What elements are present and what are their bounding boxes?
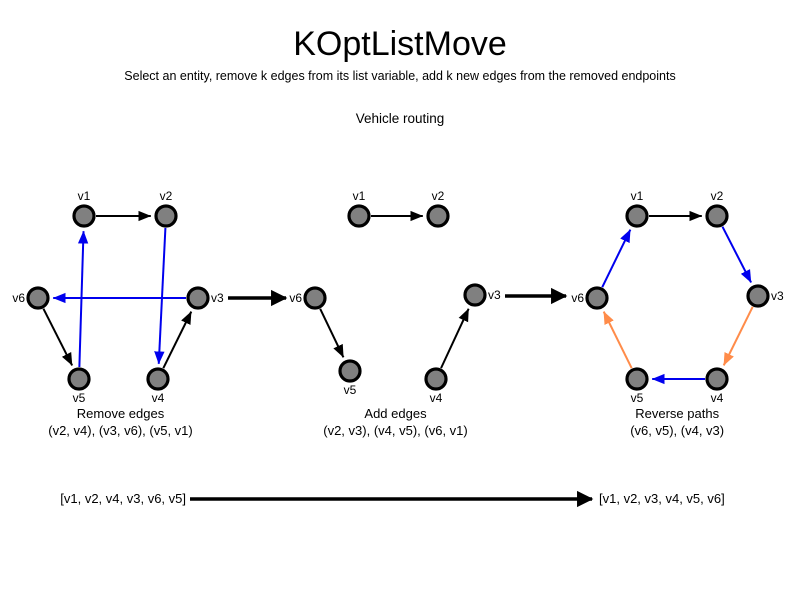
- node-circle-v3[interactable]: [186, 286, 210, 310]
- graph-node-v2[interactable]: v2: [154, 189, 178, 228]
- graph-node-v5[interactable]: v5: [625, 367, 649, 405]
- node-circle-v6[interactable]: [26, 286, 50, 310]
- node-circle-v5[interactable]: [338, 359, 362, 383]
- node-circle-v1[interactable]: [72, 204, 96, 228]
- edge-v6-v5: [42, 308, 74, 366]
- graph-node-v3[interactable]: v3: [463, 283, 501, 307]
- node-label-v1: v1: [631, 189, 644, 203]
- node-label-v1: v1: [78, 189, 91, 203]
- node-circle-v6[interactable]: [303, 286, 327, 310]
- graph-node-v6[interactable]: v6: [571, 286, 609, 310]
- node-circle-v4[interactable]: [424, 367, 448, 391]
- node-label-v6: v6: [571, 291, 584, 305]
- graph-node-v1[interactable]: v1: [625, 189, 649, 228]
- node-label-v3: v3: [771, 289, 784, 303]
- graph-node-v1[interactable]: v1: [347, 189, 371, 228]
- panel-remove-caption-title: Remove edges: [77, 406, 165, 421]
- node-circle-v1[interactable]: [347, 204, 371, 228]
- edge-v4-v3: [440, 308, 470, 369]
- node-circle-v3[interactable]: [463, 283, 487, 307]
- graph-node-v4[interactable]: v4: [146, 367, 170, 405]
- page-subtitle: Select an entity, remove k edges from it…: [124, 69, 676, 83]
- graph-node-v4[interactable]: v4: [424, 367, 448, 405]
- panel-reverse-caption-detail: (v6, v5), (v4, v3): [630, 423, 724, 438]
- panel-remove-caption-detail: (v2, v4), (v3, v6), (v5, v1): [48, 423, 192, 438]
- node-label-v4: v4: [152, 391, 165, 405]
- panel-reverse-caption-title: Reverse paths: [635, 406, 719, 421]
- edge-v6-v5: [319, 308, 345, 358]
- graph-node-v3[interactable]: v3: [746, 284, 784, 308]
- node-label-v2: v2: [711, 189, 724, 203]
- panel-add-caption-title: Add edges: [364, 406, 427, 421]
- panel-add-caption-detail: (v2, v3), (v4, v5), (v6, v1): [323, 423, 467, 438]
- node-label-v3: v3: [211, 291, 224, 305]
- graph-node-v4[interactable]: v4: [705, 367, 729, 405]
- node-circle-v4[interactable]: [146, 367, 170, 391]
- edges-layer: [42, 210, 754, 385]
- node-circle-v3[interactable]: [746, 284, 770, 308]
- graph-node-v2[interactable]: v2: [426, 189, 450, 228]
- node-label-v5: v5: [344, 383, 357, 397]
- node-label-v2: v2: [432, 189, 445, 203]
- section-label: Vehicle routing: [355, 111, 445, 126]
- nodes-layer: v1 v2 v3 v4 v5 v6 v1 v2 v3 v4 v5 v6 v1 v2 v3 v4 v5 v6: [12, 189, 784, 405]
- edge-v5-v6: [602, 311, 633, 369]
- node-label-v1: v1: [353, 189, 366, 203]
- transitions-layer: [228, 287, 568, 307]
- node-circle-v2[interactable]: [705, 204, 729, 228]
- node-label-v6: v6: [12, 291, 25, 305]
- node-circle-v6[interactable]: [585, 286, 609, 310]
- node-label-v5: v5: [73, 391, 86, 405]
- list-transform-layer: [v1, v2, v4, v3, v6, v5] [v1, v2, v3, v4,…: [60, 490, 725, 508]
- node-label-v4: v4: [430, 391, 443, 405]
- graph-node-v6[interactable]: v6: [289, 286, 327, 310]
- node-circle-v5[interactable]: [625, 367, 649, 391]
- list-after: [v1, v2, v3, v4, v5, v6]: [599, 491, 725, 506]
- edge-v2-v4: [154, 227, 167, 365]
- graph-node-v1[interactable]: v1: [72, 189, 96, 228]
- node-label-v6: v6: [289, 291, 302, 305]
- graph-node-v5[interactable]: v5: [67, 367, 91, 405]
- node-circle-v1[interactable]: [625, 204, 649, 228]
- edge-v5-v1: [77, 230, 89, 368]
- node-circle-v2[interactable]: [154, 204, 178, 228]
- node-circle-v5[interactable]: [67, 367, 91, 391]
- edge-v2-v3: [721, 226, 752, 283]
- page-title: KOptListMove: [293, 25, 507, 63]
- graph-node-v5[interactable]: v5: [338, 359, 362, 397]
- graph-node-v2[interactable]: v2: [705, 189, 729, 228]
- edge-v3-v4: [722, 306, 754, 366]
- node-label-v4: v4: [711, 391, 724, 405]
- list-before: [v1, v2, v4, v3, v6, v5]: [60, 491, 186, 506]
- node-label-v5: v5: [631, 391, 644, 405]
- graph-node-v3[interactable]: v3: [186, 286, 224, 310]
- edge-v4-v3: [162, 311, 193, 369]
- node-label-v3: v3: [488, 288, 501, 302]
- edge-v6-v1: [601, 229, 632, 288]
- node-circle-v4[interactable]: [705, 367, 729, 391]
- node-label-v2: v2: [160, 189, 173, 203]
- captions-layer: Remove edges (v2, v4), (v3, v6), (v5, v1)…: [48, 406, 724, 438]
- node-circle-v2[interactable]: [426, 204, 450, 228]
- graph-node-v6[interactable]: v6: [12, 286, 50, 310]
